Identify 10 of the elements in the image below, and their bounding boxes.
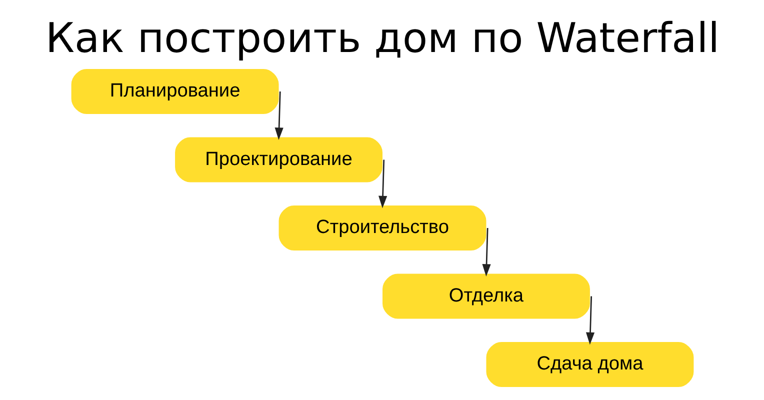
node-box: Сдача дома	[486, 342, 694, 387]
arrow	[274, 91, 283, 140]
diagram-title: Как построить дом по Waterfall	[44, 14, 720, 62]
node-box: Планирование	[70, 68, 278, 114]
node-box: Проектирование	[174, 137, 382, 182]
arrow	[378, 160, 387, 208]
node-box: Отделка	[382, 274, 590, 319]
arrow	[482, 228, 490, 276]
arrow	[585, 296, 594, 345]
node-box: Строительство	[278, 205, 486, 250]
